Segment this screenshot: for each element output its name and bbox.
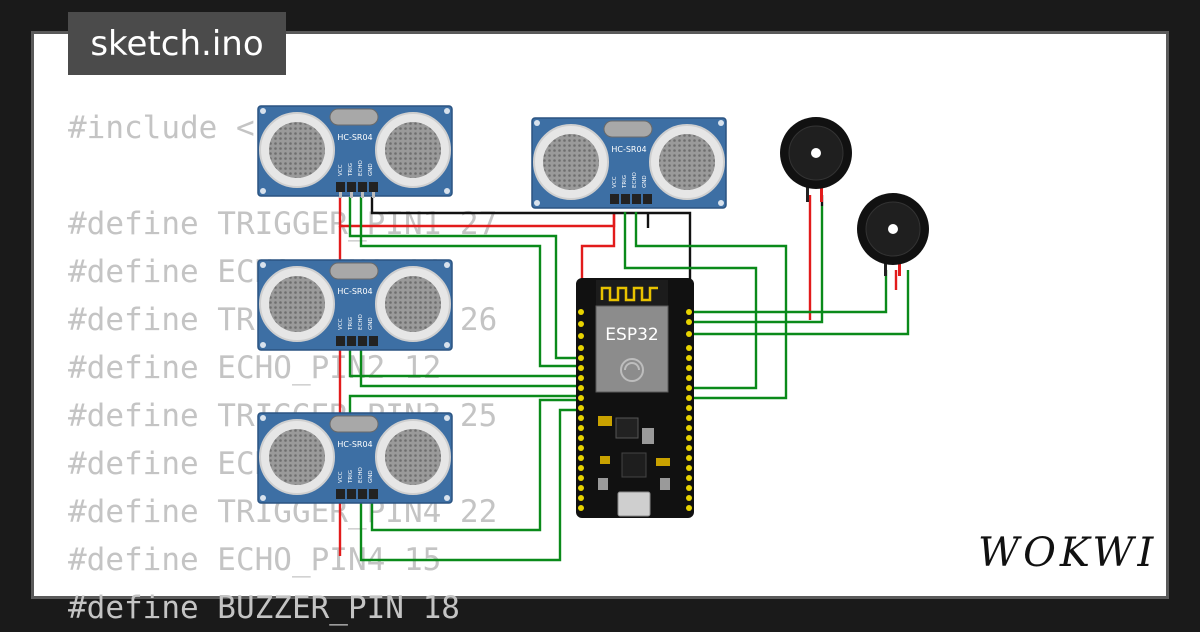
espressif-logo-icon: [620, 358, 644, 382]
header-pins-left: [578, 309, 584, 511]
pin-label: TRIG: [348, 163, 354, 177]
pin-label: ECHO: [358, 467, 364, 483]
wire-trig-s2[interactable]: [623, 212, 758, 390]
wire-echo-s2[interactable]: [634, 212, 788, 400]
pin-label: GND: [368, 317, 374, 330]
wokwi-logo: WOKWI: [978, 530, 1158, 576]
pin-label: GND: [368, 163, 374, 176]
sensor-model-label: HC-SR04: [337, 287, 372, 296]
wire-buzzer1[interactable]: [690, 206, 824, 324]
wire-echo3[interactable]: [359, 408, 582, 562]
sensor-model-label: HC-SR04: [337, 133, 372, 142]
wire-echo1[interactable]: [359, 197, 582, 368]
pin-label: TRIG: [348, 317, 354, 331]
wire-gnd[interactable]: [370, 197, 692, 310]
pin-label: VCC: [338, 164, 344, 176]
file-tab[interactable]: sketch.ino: [68, 12, 286, 75]
pin-label: TRIG: [622, 175, 628, 189]
pin-label: ECHO: [358, 314, 364, 330]
pin-label: VCC: [338, 471, 344, 483]
code-line: #define BUZZER_PIN 18: [68, 590, 460, 626]
ultrasonic-sensor[interactable]: HC-SR04 VCC TRIG ECHO GND: [257, 259, 453, 351]
ultrasonic-sensor[interactable]: HC-SR04 VCC TRIG ECHO GND: [257, 105, 453, 198]
wire-buzzer2[interactable]: [690, 270, 910, 336]
pin-label: GND: [368, 470, 374, 483]
pin-label: GND: [642, 175, 648, 188]
header-pins-right: [686, 309, 692, 511]
code-line: #define ECHO_PIN2 12: [68, 350, 442, 386]
piezo-buzzer[interactable]: [857, 193, 929, 276]
code-line: #include <: [68, 110, 255, 146]
piezo-buzzer[interactable]: [780, 117, 852, 202]
wire-echo2[interactable]: [359, 345, 582, 388]
pin-label: ECHO: [358, 160, 364, 176]
usb-port[interactable]: [617, 491, 651, 517]
pin-label: ECHO: [632, 172, 638, 188]
pin-label: VCC: [612, 176, 618, 188]
wire-trig4[interactable]: [370, 398, 582, 532]
ultrasonic-sensor[interactable]: HC-SR04 VCC TRIG ECHO GND: [257, 412, 453, 504]
wire-buzzer2-gnd[interactable]: [690, 270, 888, 314]
wire-trig2[interactable]: [348, 345, 582, 378]
sensor-model-label: HC-SR04: [611, 145, 646, 154]
board-label: ESP32: [605, 325, 658, 345]
wire-trig1[interactable]: [348, 197, 582, 360]
sensor-model-label: HC-SR04: [337, 440, 372, 449]
ultrasonic-sensor[interactable]: HC-SR04 VCC TRIG ECHO GND: [531, 117, 727, 209]
code-line: #define ECHO_PIN4 15: [68, 542, 442, 578]
esp32-board[interactable]: ESP32: [576, 278, 694, 518]
pin-label: TRIG: [348, 470, 354, 484]
pin-label: VCC: [338, 318, 344, 330]
